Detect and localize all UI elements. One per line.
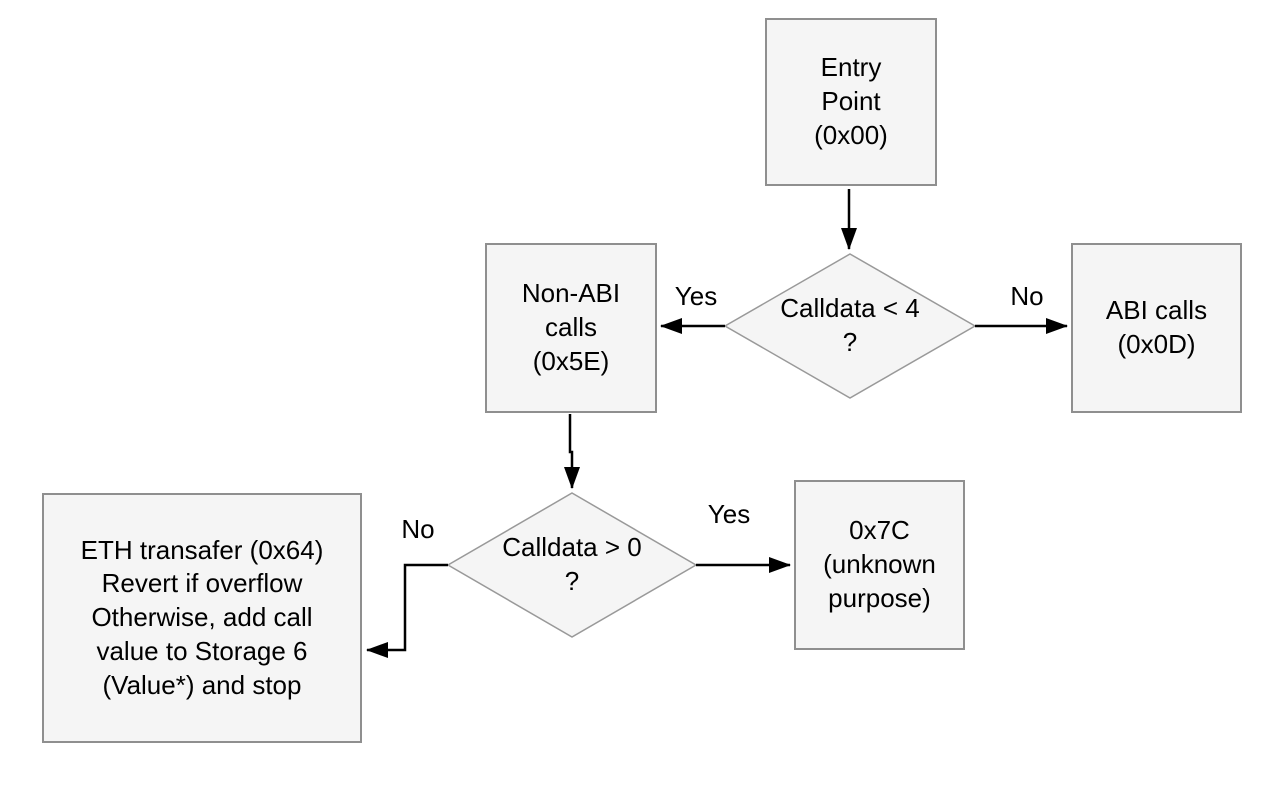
decision-calldata-gt0-shape <box>446 492 698 638</box>
decision-calldata-gt0-label: Calldata > 0 ? <box>502 532 642 596</box>
edge-label-decision1-yes: Yes <box>674 281 718 311</box>
node-0x7c-unknown: 0x7C (unknown purpose) <box>794 480 965 650</box>
decision-calldata-lt4-shape <box>723 253 977 399</box>
edge-label-decision2-yes: Yes <box>707 499 751 529</box>
node-entry-point: Entry Point (0x00) <box>765 18 937 186</box>
node-eth-transfer: ETH transafer (0x64) Revert if overflow … <box>42 493 362 743</box>
edge-label-decision2-no: No <box>401 514 435 544</box>
edge-label-decision1-no: No <box>1010 281 1044 311</box>
arrow-decision2-no-to-eth-transfer <box>366 563 448 658</box>
arrow-non-abi-to-decision2 <box>564 414 580 489</box>
node-abi-calls: ABI calls (0x0D) <box>1071 243 1242 413</box>
decision-calldata-lt4-label: Calldata < 4 ? <box>780 293 920 357</box>
node-non-abi-calls: Non-ABI calls (0x5E) <box>485 243 657 413</box>
